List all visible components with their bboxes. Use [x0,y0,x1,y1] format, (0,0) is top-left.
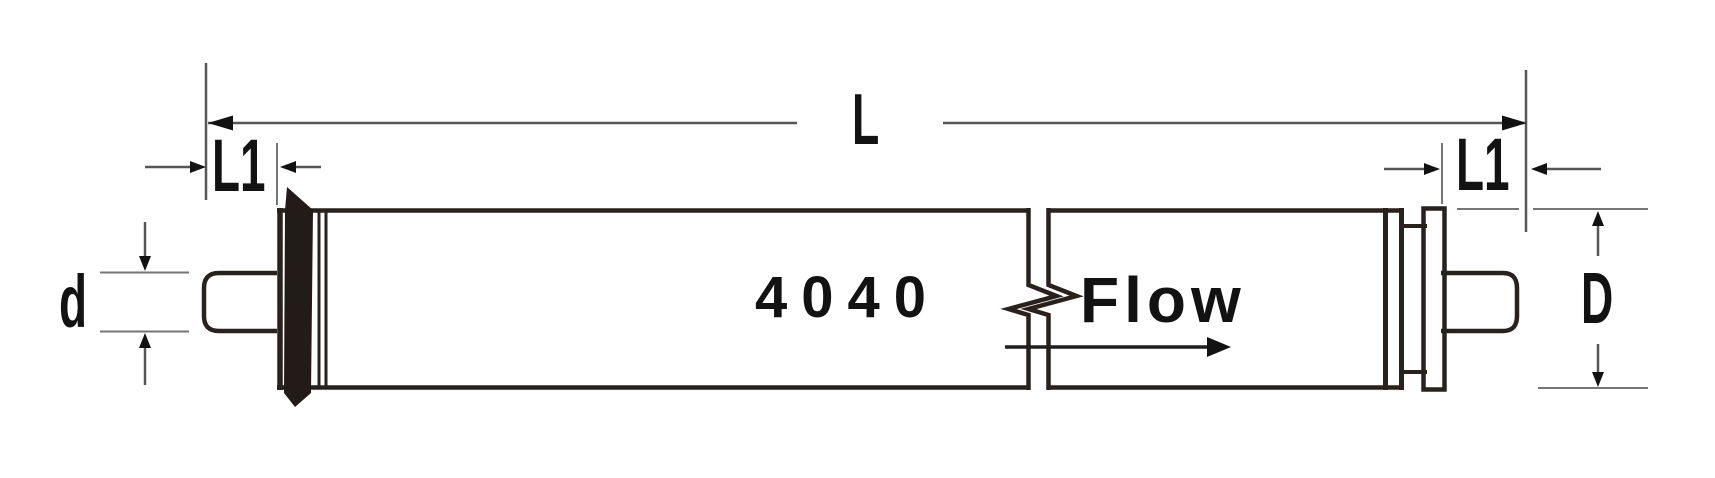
d-arrowhead-up-icon [139,333,151,348]
dimension-L1-left [145,143,321,205]
membrane-element [201,187,1520,407]
D-arrowhead-up-icon [1592,211,1604,226]
brine-seal-wedge [284,187,313,407]
body-left-fill [277,208,1031,390]
dimension-D [1457,208,1648,389]
label-right-stub-length: L1 [1456,123,1510,206]
L1-right-arrowhead-left-icon [1531,163,1547,175]
flow-arrow [1005,337,1231,357]
permeate-tube-left [201,270,280,334]
L-arrowhead-left-icon [208,115,233,131]
label-overall-length: L [852,80,880,160]
flow-arrowhead-icon [1207,337,1231,357]
L-arrowhead-right-icon [1502,115,1527,131]
dimension-L1-right [1384,143,1601,204]
label-stub-diameter: d [59,260,88,343]
label-element-size: 4040 [755,265,941,330]
permeate-tube-right [1441,270,1520,334]
break-line-right [1020,208,1084,390]
label-element-diameter: D [1581,259,1614,339]
D-arrowhead-down-icon [1592,372,1604,387]
body-right-fill [1048,208,1403,390]
L1-right-arrowhead-right-icon [1424,163,1440,175]
d-arrowhead-down-icon [139,256,151,271]
L1-left-arrowhead-right-icon [190,161,206,173]
dimension-L [204,63,1528,232]
L1-left-arrowhead-left-icon [280,161,296,173]
end-ring-b [1421,206,1447,392]
break-line-left [1000,208,1064,390]
label-left-stub-length: L1 [212,124,266,207]
dimension-d [100,222,189,385]
label-flow: Flow [1080,264,1246,336]
